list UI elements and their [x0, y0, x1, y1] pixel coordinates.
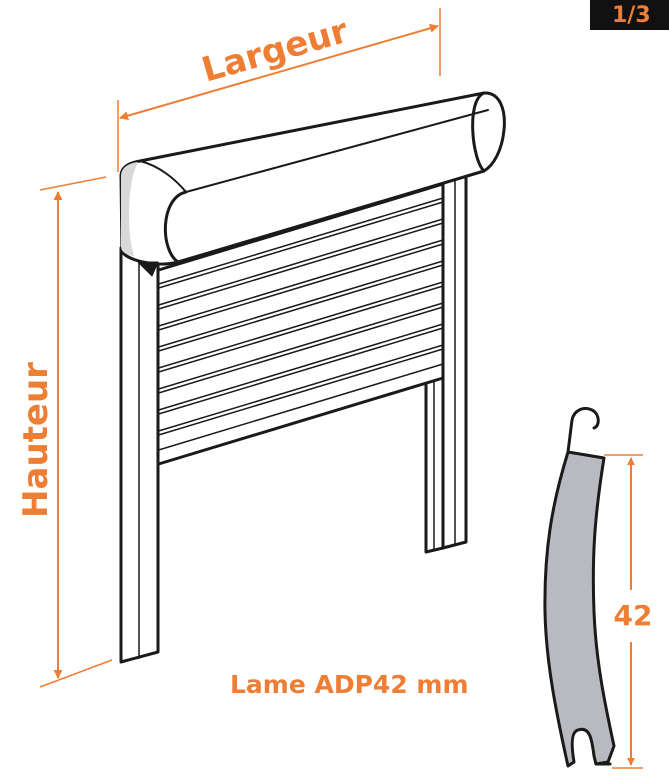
shutter-curtain [150, 182, 445, 468]
shutter-illustration [119, 91, 506, 664]
width-arrow [119, 23, 439, 121]
slat-name-label: Lame ADP42 mm [230, 670, 469, 699]
height-dimension: Hauteur [16, 176, 113, 688]
height-label: Hauteur [16, 362, 56, 518]
slat-profile [543, 406, 616, 768]
height-extension-bottom [39, 659, 113, 688]
slat-height-label: 42 [614, 599, 653, 632]
height-extension-top [39, 176, 107, 191]
roller-box [119, 91, 506, 277]
width-label: Largeur [197, 11, 352, 91]
slat-height-dimension: 42 [604, 454, 653, 769]
page-badge: 1/3 [590, 0, 669, 30]
left-guide-rail [119, 246, 160, 664]
slat-body [543, 450, 616, 768]
page-badge-text: 1/3 [612, 3, 651, 28]
slat-top-hook [566, 406, 600, 454]
right-guide-rail [424, 174, 468, 554]
